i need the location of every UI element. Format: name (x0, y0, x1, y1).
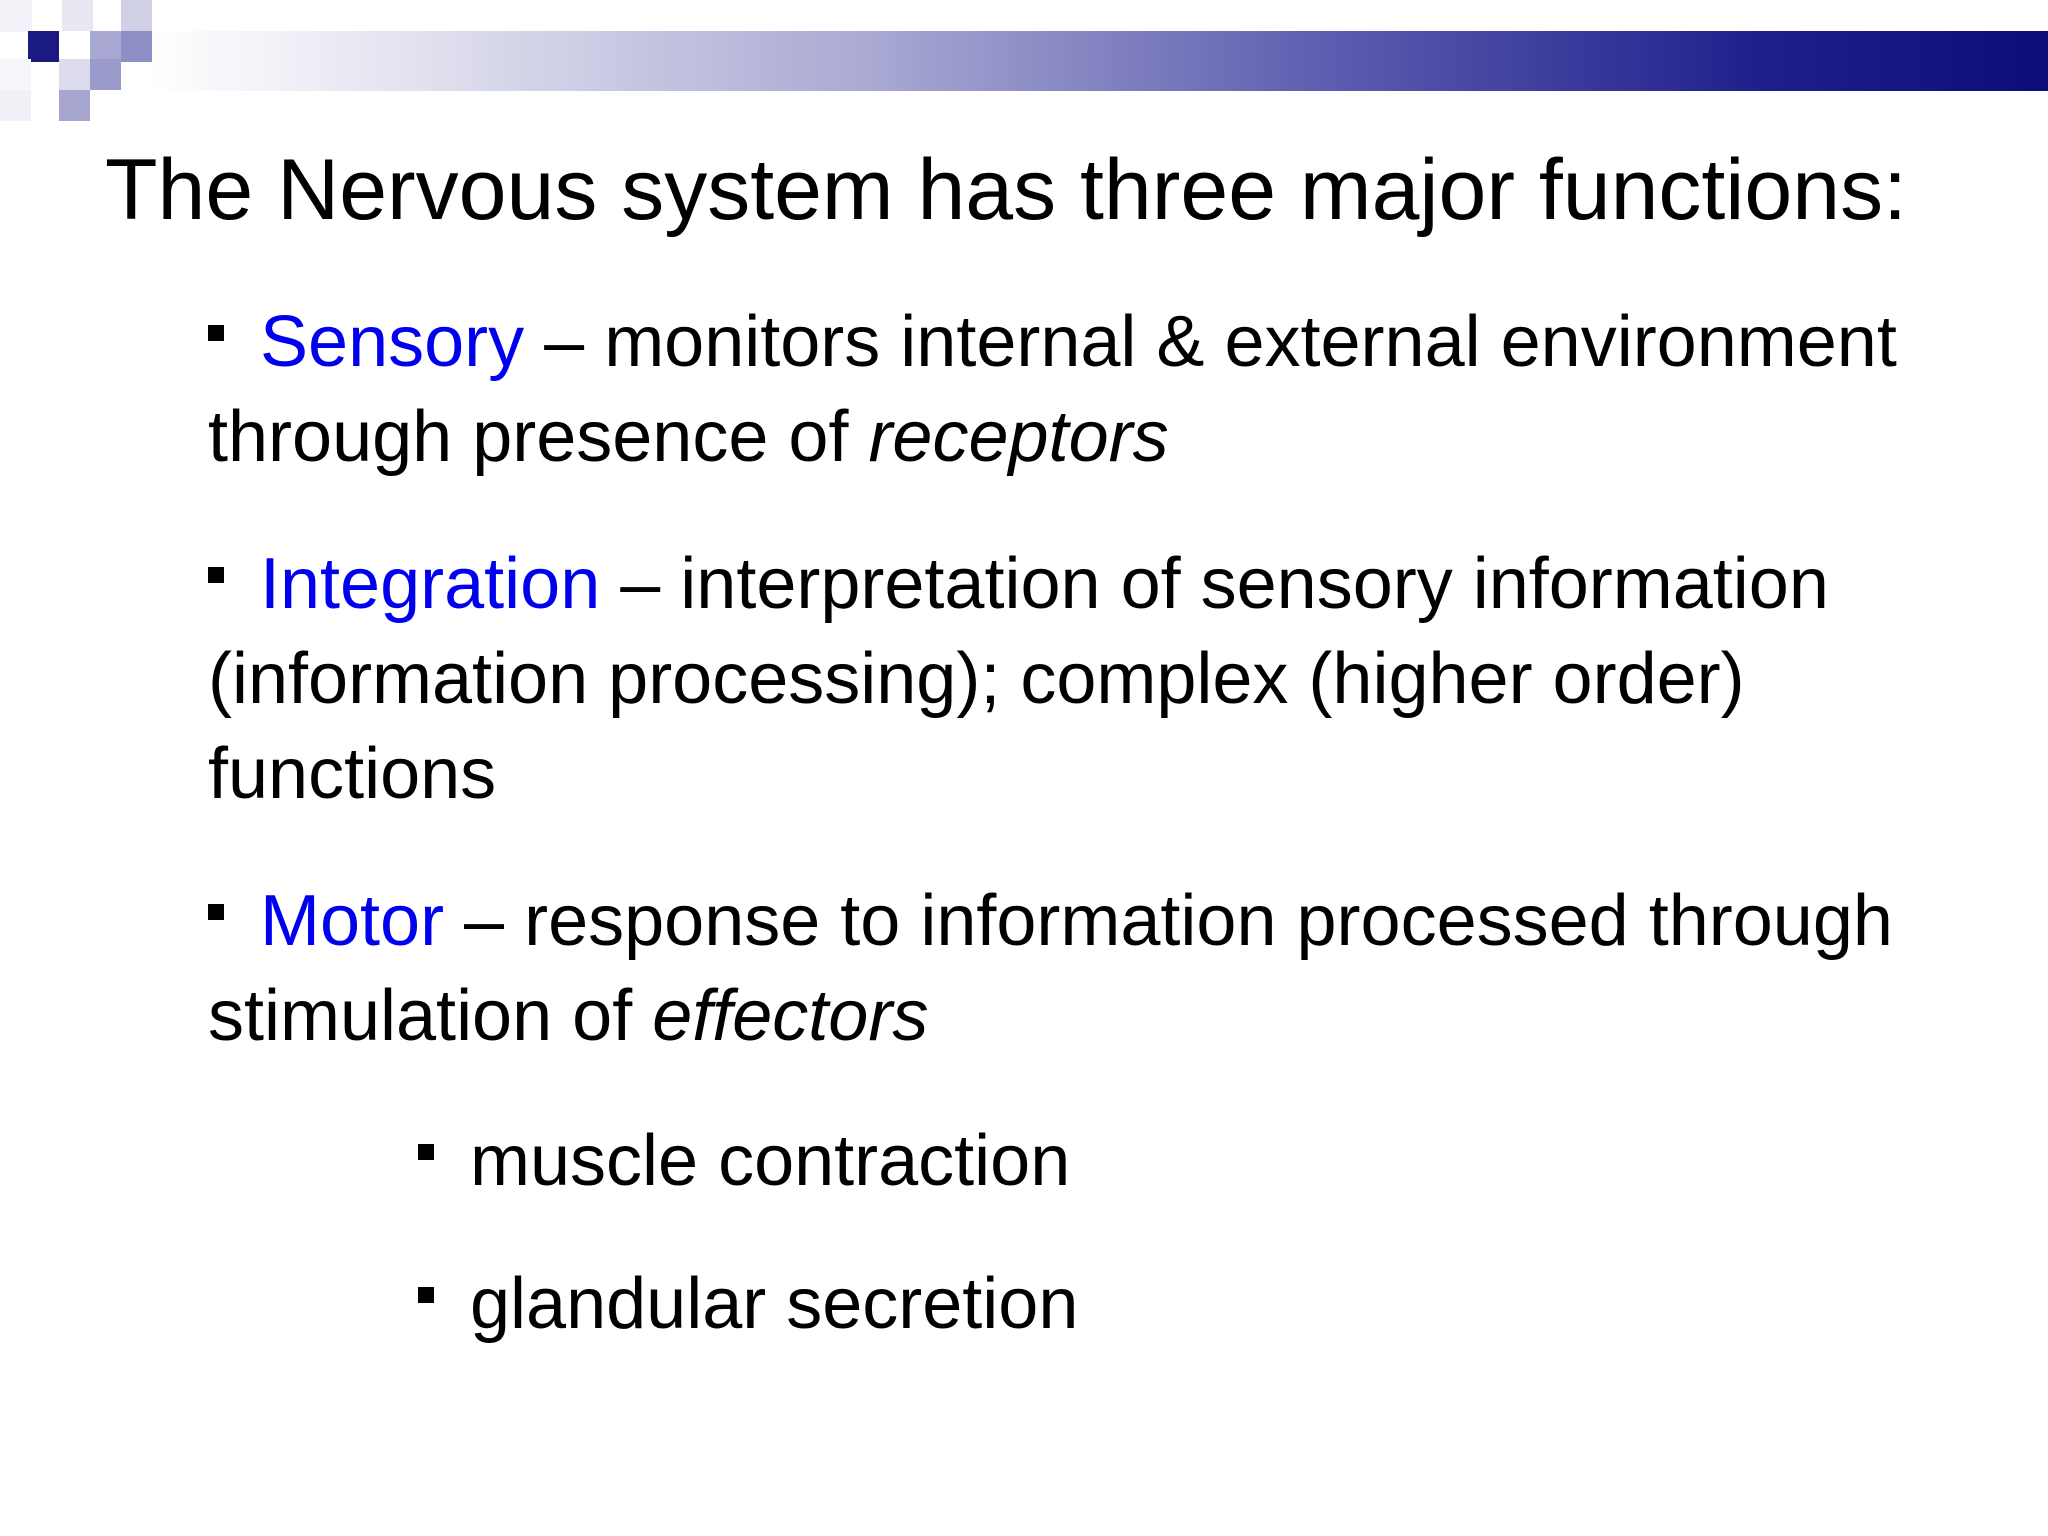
sub-bullet-text: muscle contraction (470, 1121, 1071, 1201)
term-motor: Motor (260, 881, 445, 961)
bullet-sensory: Sensory – monitors internal & external e… (208, 295, 2008, 485)
term-sensory: Sensory (260, 302, 525, 382)
square-bullet-icon (208, 904, 224, 920)
bullet-text: – response to information processed thro… (208, 881, 1893, 1056)
square-bullet-icon (418, 1287, 434, 1303)
header-gradient-bar (150, 31, 2048, 91)
bullet-motor: Motor – response to information processe… (208, 874, 2008, 1064)
emphasis-effectors: effectors (652, 976, 929, 1056)
square-bullet-icon (208, 325, 224, 341)
bullet-text: – monitors internal & external environme… (208, 302, 1897, 477)
slide-title: The Nervous system has three major funct… (105, 142, 1907, 238)
bullet-text: – interpretation of sensory information … (208, 544, 1829, 814)
term-integration: Integration (260, 544, 601, 624)
emphasis-receptors: receptors (868, 397, 1169, 477)
sub-bullet-glandular: glandular secretion (418, 1257, 1918, 1352)
sub-bullet-text: glandular secretion (470, 1264, 1079, 1344)
square-bullet-icon (208, 567, 224, 583)
bullet-integration: Integration – interpretation of sensory … (208, 537, 2038, 822)
sub-bullet-muscle: muscle contraction (418, 1114, 1918, 1209)
square-bullet-icon (418, 1144, 434, 1160)
